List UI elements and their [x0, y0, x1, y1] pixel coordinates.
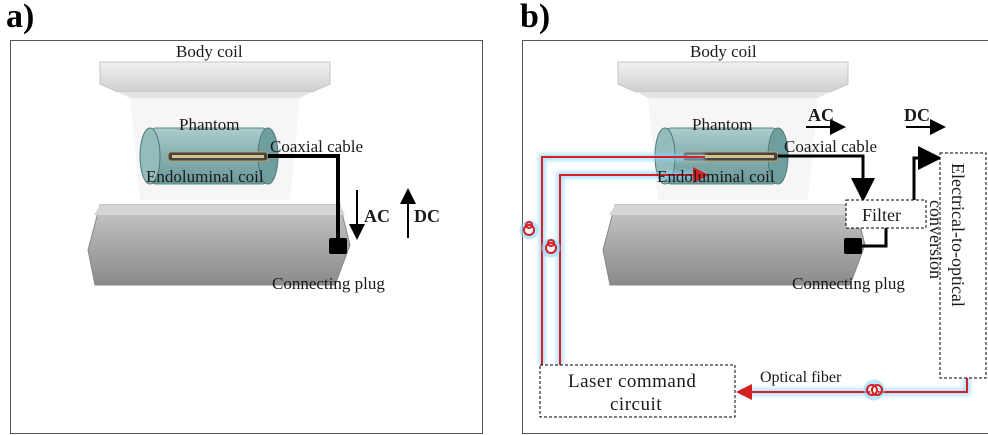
laser-command-box [539, 364, 736, 418]
label-coaxial-cable-a: Coaxial cable [270, 137, 363, 156]
label-dc-a: DC [414, 206, 440, 226]
label-laser-line1: Laser command [568, 371, 696, 392]
label-ac-a: AC [364, 206, 390, 226]
label-body-coil-a: Body coil [176, 42, 243, 61]
patient-table-a [87, 204, 351, 286]
label-phantom-b: Phantom [692, 115, 752, 134]
label-dc-b: DC [904, 105, 930, 125]
label-phantom-a: Phantom [179, 115, 239, 134]
fiber-loop-icon [519, 220, 885, 401]
panel-b-label: b) [520, 0, 551, 35]
connecting-plug-a [329, 238, 347, 254]
coaxial-cable-b [778, 154, 875, 202]
filter-box [845, 199, 927, 229]
label-laser-line2: circuit [610, 394, 662, 415]
conversion-box [939, 152, 987, 379]
label-conversion-line2: conversion [926, 200, 946, 279]
connecting-plug-b [844, 238, 862, 254]
label-filter: Filter [862, 205, 901, 225]
label-endoluminal-coil-b: Endoluminal coil [657, 167, 775, 186]
panel-b-frame [522, 40, 988, 434]
label-coaxial-cable-b: Coaxial cable [784, 137, 877, 156]
label-conversion-line1: Electrical-to-optical [948, 163, 968, 307]
panel-b-scene: Body coil Phantom AC DC Coaxial cable En… [519, 42, 987, 418]
label-connecting-plug-a: Connecting plug [272, 274, 385, 293]
label-body-coil-b: Body coil [690, 42, 757, 61]
label-ac-b: AC [808, 105, 834, 125]
panel-a-frame [10, 40, 483, 434]
coaxial-cable-a [268, 154, 340, 246]
patient-table-b [602, 204, 866, 286]
body-coil-top-a [99, 61, 331, 98]
label-endoluminal-coil-a: Endoluminal coil [146, 167, 264, 186]
label-optical-fiber: Optical fiber [760, 369, 842, 386]
label-connecting-plug-b: Connecting plug [792, 274, 905, 293]
optical-fiber [538, 153, 971, 400]
panel-a-label: a) [6, 0, 35, 35]
body-coil-top-b [617, 61, 849, 98]
panel-a-scene: Body coil Phantom Coaxial cable Endolumi… [87, 42, 440, 293]
